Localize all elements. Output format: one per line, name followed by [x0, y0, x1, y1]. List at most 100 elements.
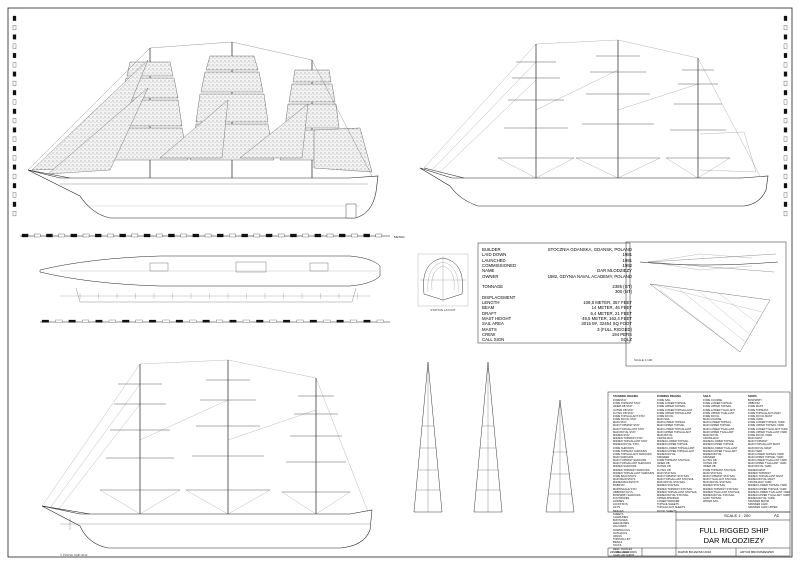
- legend-item: FORE TOPMAST: [748, 408, 769, 412]
- legend-item: MIZZEN TOPMAST STAYSAIL: [657, 487, 693, 491]
- legend-item: SHEETS: [613, 512, 624, 516]
- legend-item: GAFF HALYARDS: [613, 553, 635, 557]
- spec-label: MAST HEIGHT: [482, 315, 512, 321]
- legend-item: MAIN TOPMAST STAY: [613, 424, 640, 428]
- legend-item: MIZZEN LOWER T'GALLANT: [703, 446, 738, 450]
- legend-item: FORE YARD: [748, 418, 763, 422]
- legend-item: MIZZEN TOPGALLANT STAY: [613, 440, 648, 444]
- bowsprit-rigging-detail: SCALE 1:100: [625, 241, 787, 367]
- legend-item: MIZZEN TOPGALLANT MAST: [748, 474, 784, 478]
- spec-label: OWNER: [482, 273, 499, 279]
- legend-item: SPANKER BOOM: [748, 500, 769, 504]
- legend-item: MIZZEN ROYAL YARD: [748, 497, 775, 500]
- legend-item: MIZZEN LOWER TOPSAIL: [703, 440, 735, 444]
- spec-label: CALL SIGN: [482, 337, 505, 343]
- sail-plan-profile: [27, 41, 379, 219]
- spec-value: DAR MLODZIEZY: [597, 268, 632, 274]
- spec-label: DRAFT: [482, 310, 497, 316]
- legend-item: MAIN COURSE: [703, 418, 722, 422]
- legend-item: MAIN TOPGALLANT STAY: [613, 427, 645, 431]
- legend-item: MAIN BACKSTAYS: [613, 478, 636, 482]
- spec-label: LENGTH: [482, 300, 500, 305]
- spec-row: CALL SIGN SQLZ: [482, 337, 632, 343]
- legend-item: CLEWLINES: [613, 515, 628, 519]
- legend-item: MIZZEN TOPGALLANT STAYSAIL: [657, 490, 698, 494]
- spec-value: SQLZ: [620, 337, 632, 343]
- rigging-plan-numbered: © POLISH SHIP 2010: [41, 359, 373, 557]
- legend-item: MAIN UPPER TOPGALLANT: [657, 430, 691, 434]
- legend-item: OUTER JIB: [657, 465, 671, 469]
- spec-row: 300 (NT): [482, 289, 632, 294]
- legend-item: HORSES: [613, 500, 624, 504]
- legend-item: BUNTLINES: [613, 519, 628, 523]
- legend-item: MIZZEN UPPER TOPSAIL YARD: [748, 487, 787, 491]
- legend-item: FLYING JIB: [703, 459, 717, 463]
- legend-item: MAIN TOPGALLANT MAST: [748, 443, 781, 447]
- legend-item: MIZZEN MAST: [748, 468, 766, 472]
- legend-item: MAIN TOPMAST SHROUDS: [613, 459, 647, 463]
- legend-item: FORE SAIL: [657, 399, 671, 403]
- legend-item: JIBBOOM: [748, 402, 760, 406]
- ship-name-title: DAR MLODZIEZY: [703, 536, 765, 545]
- legend-heading: SAILS: [703, 395, 711, 398]
- legend-item: MAIN SAIL: [657, 418, 670, 422]
- legend-item: OUTHAULS: [613, 531, 628, 535]
- legend-item: FORE LOWER T'GALLANT: [703, 408, 736, 412]
- legend-item: MAIN TOPMAST: [748, 440, 768, 444]
- legend-item: MAIN ROYAL STAYSAIL: [657, 481, 686, 485]
- legend-item: CROSSJACK: [703, 437, 719, 441]
- spec-value: 3 (FULL RIGGED): [597, 326, 632, 332]
- legend-item: REEF TACKLES: [613, 547, 633, 551]
- legend-item: FORE ROYAL STAY: [613, 418, 637, 422]
- drawn-by-label: DAWID BOJARSKI 2010: [678, 550, 712, 554]
- legend-heading: STANDING RIGGING: [613, 395, 639, 398]
- legend-item: SPANKER GAFF UPPER: [748, 506, 778, 510]
- legend-item: FORE SHROUDS: [613, 446, 634, 450]
- legend-item: MARTINGALE STAY: [613, 487, 637, 491]
- legend-item: LOWER SPANKER: [657, 500, 680, 504]
- legend-item: MIZZEN TOPMAST STAY: [613, 437, 643, 441]
- legend-item: BOWSPRIT SHROUDS: [613, 493, 641, 497]
- spec-value: 300 (NT): [615, 289, 632, 295]
- legend-item: MIZZEN LOWER TOPSAIL: [657, 440, 689, 444]
- spec-value: 1982, GDYNIA NAVAL ACADEMY, POLAND: [547, 273, 632, 279]
- legend-item: FORESTAY: [613, 399, 627, 403]
- legend-item: LIFTS: [613, 506, 621, 510]
- legend-item: MAIN LOWER TOPGALLANT: [657, 427, 692, 431]
- legend-item: FORE LOWER TOPSAIL: [703, 402, 733, 406]
- legend-item: FORE TOPMAST STAY: [613, 402, 641, 406]
- legend-item: CROSSJACK YARD: [748, 481, 772, 485]
- spec-row: OWNER 1982, GDYNIA NAVAL ACADEMY, POLAND: [482, 274, 632, 280]
- spec-row: [482, 279, 632, 284]
- legend-item: MAIN LOWER T'GALLANT YARD: [748, 459, 787, 463]
- section-label: STATION LAYOUT: [430, 308, 455, 312]
- legend-item: MAIN TOPMAST STAYSAIL: [703, 474, 736, 478]
- legend-item: FORE BACKSTAYS: [613, 474, 637, 478]
- legend-item: MAIN ROYAL: [703, 433, 719, 437]
- legend-item: MAIN TOPGALLANT SHROUDS: [613, 462, 651, 466]
- legend-item: MAIN ROYAL MAST: [748, 446, 772, 450]
- legend-item: FORE ROYAL: [657, 414, 674, 418]
- mast-elevation-details: [413, 361, 575, 513]
- date-label: 22 - 09 - 2010: [610, 550, 629, 554]
- spec-label: CREW: [482, 331, 496, 337]
- legend-item: FORE UPPER TOPGALLANT: [657, 411, 692, 415]
- legend-item: GAFF TOPSAIL: [703, 497, 722, 500]
- legend-item: MIZZEN STAYSAIL: [703, 484, 726, 488]
- legend-item: FORE UPPER T'GALLANT: [703, 411, 735, 415]
- legend-item: CROSSJACK: [657, 437, 673, 441]
- legend-item: FORE UPPER TOPSAIL: [657, 405, 686, 409]
- legend-item: MAIN TOPMAST STAYSAIL: [657, 474, 690, 478]
- title-block-frame: [607, 511, 791, 557]
- legend-item: FORE TOPMAST STAYSAIL: [657, 459, 691, 463]
- legend-item: SIGNAL HALYARDS: [613, 550, 637, 554]
- legend-item: TOPGALLANT SHEETS: [657, 506, 686, 510]
- spec-label: COMMISSIONED: [482, 262, 517, 268]
